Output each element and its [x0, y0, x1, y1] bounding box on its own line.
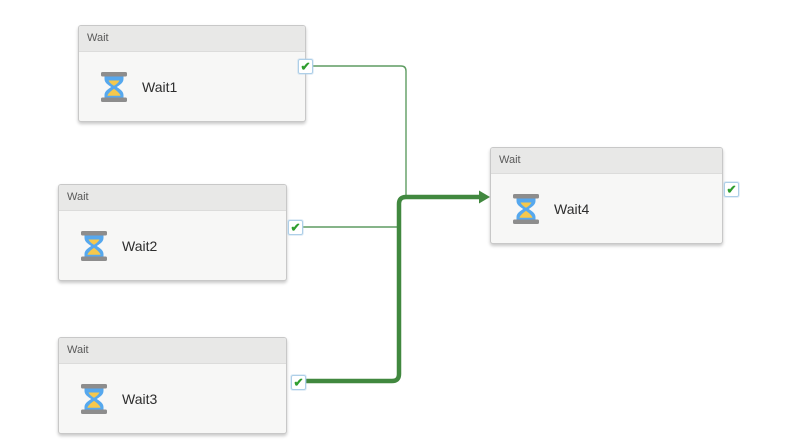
check-icon: ✔ — [300, 59, 311, 73]
status-check-badge: ✔ — [288, 220, 303, 235]
node-label: Wait1 — [142, 78, 178, 95]
status-check-badge: ✔ — [291, 375, 306, 390]
connector-wait3-to-wait4 — [305, 194, 481, 384]
node-label: Wait4 — [554, 200, 590, 217]
status-check-badge: ✔ — [298, 59, 313, 74]
check-icon: ✔ — [726, 182, 737, 196]
status-check-badge: ✔ — [724, 182, 739, 197]
connector-arrowhead-icon — [479, 190, 490, 204]
hourglass-icon — [512, 193, 540, 224]
node-label: Wait2 — [122, 237, 158, 254]
connector-wait1-to-wait4 — [311, 65, 407, 197]
node-body: Wait4 — [491, 174, 722, 243]
node-header: Wait — [59, 185, 286, 211]
node-header: Wait — [79, 26, 305, 52]
hourglass-icon — [80, 383, 108, 414]
node-label: Wait3 — [122, 390, 158, 407]
node-body: Wait1 — [79, 52, 305, 121]
node-body: Wait3 — [59, 364, 286, 433]
node-body: Wait2 — [59, 211, 286, 280]
hourglass-icon — [100, 71, 128, 102]
check-icon: ✔ — [293, 375, 304, 389]
check-icon: ✔ — [290, 220, 301, 234]
hourglass-icon — [80, 230, 108, 261]
node-header: Wait — [59, 338, 286, 364]
node-header: Wait — [491, 148, 722, 174]
